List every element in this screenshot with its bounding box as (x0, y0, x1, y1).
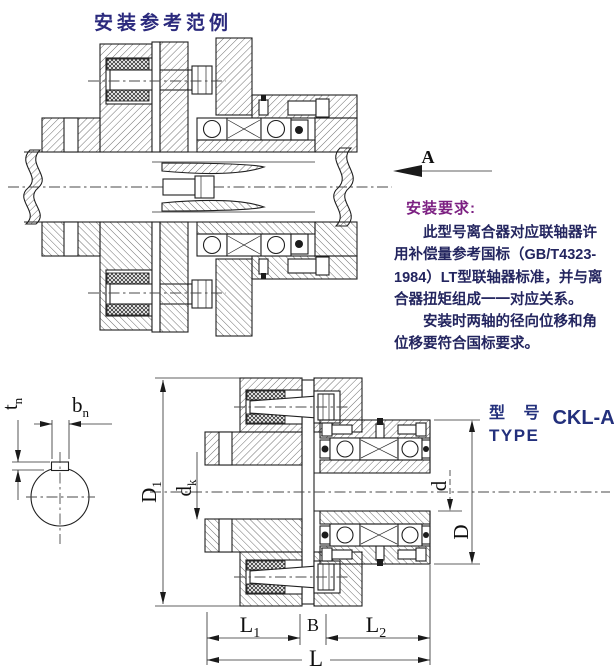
view-arrow-a: A (393, 147, 492, 177)
bearing (329, 437, 361, 461)
top-drawing: A (8, 37, 492, 337)
notes-line: 用补偿量参考国标（GB/T4323- (394, 247, 597, 264)
view-arrow-label: A (422, 147, 435, 167)
seal (319, 439, 331, 459)
hub-keyway-slot (218, 431, 233, 466)
spring-washer (106, 89, 150, 102)
spring-washer (106, 58, 150, 71)
svg-text:D: D (449, 524, 473, 539)
grease-nipple (375, 418, 385, 439)
axis-stud (162, 175, 215, 199)
casing-bolt (397, 422, 427, 437)
clutch-flange (215, 37, 253, 116)
shaft-break (23, 149, 43, 225)
installation-notes: 安装要求: 此型号离合器对应联轴器许 用补偿量参考国标（GB/T4323- 19… (394, 197, 614, 356)
notes-line: 安装时两轴的径向位移和角 (423, 314, 597, 331)
bearing (397, 437, 423, 461)
sprag-clutch-section (359, 437, 399, 461)
shaft-break (333, 147, 354, 227)
type-label-en: TYPE (489, 426, 540, 445)
svg-text:bn: bn (72, 393, 90, 420)
sprag-clutch-section (226, 117, 262, 141)
dimension-D: D (434, 419, 480, 565)
svg-text:L2: L2 (366, 612, 386, 641)
keyway (50, 461, 70, 472)
svg-text:tn: tn (0, 397, 25, 410)
svg-text:dk: dk (172, 479, 199, 497)
dimension-lengths: L1 B L2 L (206, 565, 431, 671)
bearing (196, 117, 228, 141)
svg-text:L: L (309, 646, 323, 671)
casing-end (314, 117, 358, 153)
top-drawing-upper-half (24, 37, 358, 175)
dimension-bn: bn (34, 393, 112, 459)
seal (421, 439, 431, 459)
sleeve-band (319, 459, 431, 474)
dimension-tn: tn (0, 397, 50, 500)
type-label-cn: 型 号 (489, 405, 547, 422)
flange-bolt-head (191, 65, 213, 95)
svg-text:B: B (307, 615, 319, 635)
bottom-drawing-lower-half (204, 510, 431, 607)
bottom-drawing: bn tn D1 (0, 377, 610, 671)
casing-bolt (287, 98, 330, 118)
sleeve-band (196, 139, 316, 153)
grease-nipple (258, 95, 269, 116)
bottom-drawing-upper-half (204, 377, 431, 474)
type-block: 型 号 TYPE CKL-A (489, 399, 614, 446)
disc-flange (159, 41, 189, 153)
dimension-D1: D1 (137, 377, 240, 607)
dimension-d: d (427, 470, 462, 512)
notes-heading: 安装要求: (406, 200, 476, 217)
membrane-strip (151, 41, 161, 153)
notes-line: 合器扭矩组成一一对应关系。 (394, 291, 583, 308)
type-value: CKL-A (552, 407, 614, 429)
svg-text:D1: D1 (137, 481, 164, 503)
hub-fillet (161, 162, 266, 175)
svg-text:d: d (427, 480, 451, 491)
notes-line: 此型号离合器对应联轴器许 (423, 225, 597, 241)
svg-text:L1: L1 (240, 612, 260, 641)
hub-keyway-slot (63, 117, 79, 153)
shaft-end-view (26, 452, 95, 544)
top-drawing-lower-half (23, 199, 358, 337)
bearing (260, 117, 292, 141)
seal (290, 119, 309, 141)
notes-line: 1984）LT型联轴器标准，并与离 (394, 269, 603, 286)
notes-line: 位移要符合国标要求。 (394, 336, 539, 353)
dimension-dk: dk (172, 452, 200, 520)
casing-bolt (321, 422, 353, 437)
page-title: 安装参考范例 (94, 13, 233, 34)
